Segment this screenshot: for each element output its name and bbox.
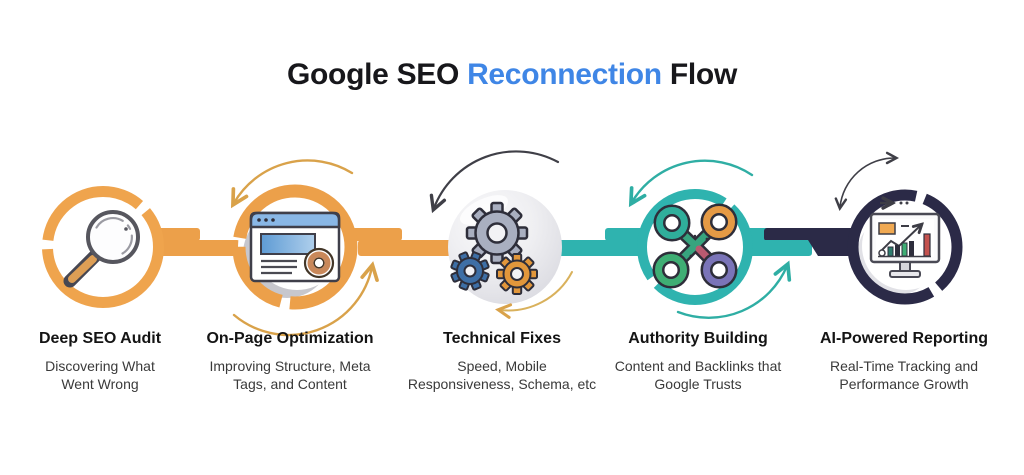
- step-title: AI-Powered Reporting: [819, 330, 988, 347]
- page-title: Google SEO Reconnection Flow: [0, 58, 1024, 92]
- step-description-line-1: Improving Structure, Meta: [209, 358, 371, 374]
- step-description-line-1: Content and Backlinks that: [614, 358, 782, 374]
- step-title: On-Page Optimization: [206, 330, 374, 347]
- step-title: Deep SEO Audit: [38, 330, 162, 347]
- magnifier-icon: [63, 210, 140, 288]
- chain-links-icon: [652, 203, 738, 289]
- title-highlight: Reconnection: [467, 58, 662, 91]
- step-description-line-2: Performance Growth: [839, 376, 969, 392]
- connector-step2-step3: [345, 228, 470, 256]
- refresh-arrows-step4: [628, 159, 792, 319]
- step-description-line-2: Went Wrong: [61, 376, 139, 392]
- gears-icon: [450, 201, 538, 295]
- browser-window-icon: [249, 211, 341, 283]
- step-description-line-1: Real-Time Tracking and: [829, 358, 979, 374]
- step-description-line-2: Google Trusts: [654, 376, 742, 392]
- step-description-line-2: Responsiveness, Schema, etc: [407, 376, 597, 392]
- connector-step4-step5: [742, 228, 856, 256]
- flow-diagram: [42, 150, 963, 337]
- double-arrow-step5: [834, 151, 900, 211]
- step-title: Authority Building: [628, 330, 768, 347]
- step-description-line-1: Speed, Mobile: [457, 358, 547, 374]
- connector-step3-step4: [545, 228, 648, 256]
- step-description-line-1: Discovering What: [45, 358, 155, 374]
- step-label-authority-building: Authority Building Content and Backlinks…: [592, 330, 804, 393]
- cycle-arrows-step3: [429, 150, 573, 319]
- step-label-ai-powered-reporting: AI-Powered Reporting Real-Time Tracking …: [796, 330, 1012, 393]
- title-part-2: Flow: [661, 58, 737, 91]
- title-part-1: Google SEO: [287, 58, 468, 91]
- monitor-chart-icon: [869, 202, 941, 278]
- refresh-arrows-step2: [230, 159, 379, 337]
- step-description-line-2: Tags, and Content: [233, 376, 347, 392]
- step-title: Technical Fixes: [443, 330, 561, 347]
- step-label-on-page-optimization: On-Page Optimization Improving Structure…: [186, 330, 394, 393]
- connector-step1-step2: [152, 228, 240, 256]
